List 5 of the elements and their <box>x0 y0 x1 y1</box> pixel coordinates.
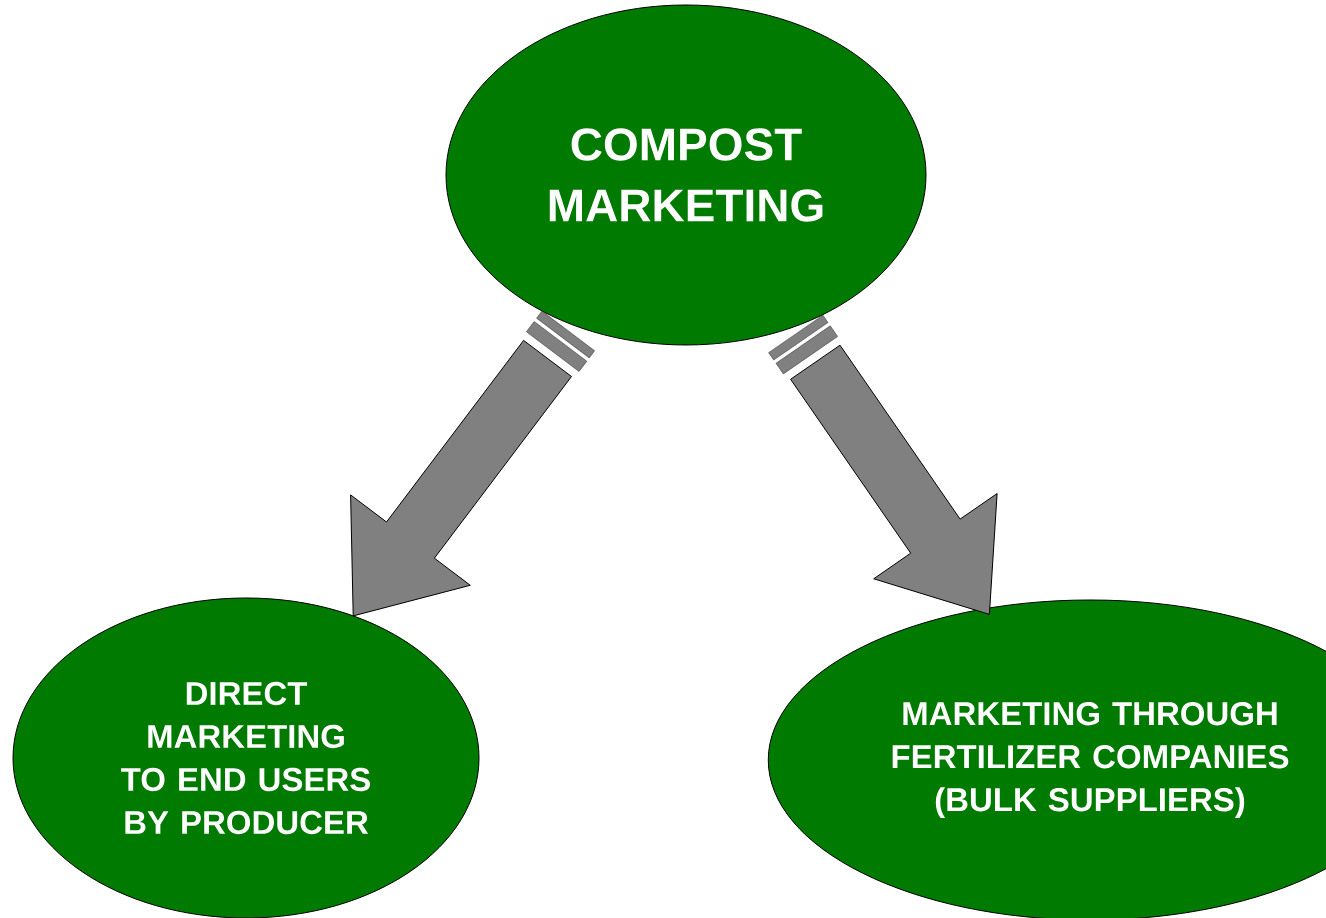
block-arrow <box>768 314 998 615</box>
ellipse-node: DIRECT MARKETING TO END USERS BY PRODUCER <box>12 597 480 918</box>
ellipse-node: MARKETING THROUGH FERTILIZER COMPANIES (BULK SUPPLIERS) <box>767 599 1326 918</box>
block-arrow <box>350 310 595 617</box>
ellipse-node: COMPOST MARKETING <box>445 4 927 346</box>
